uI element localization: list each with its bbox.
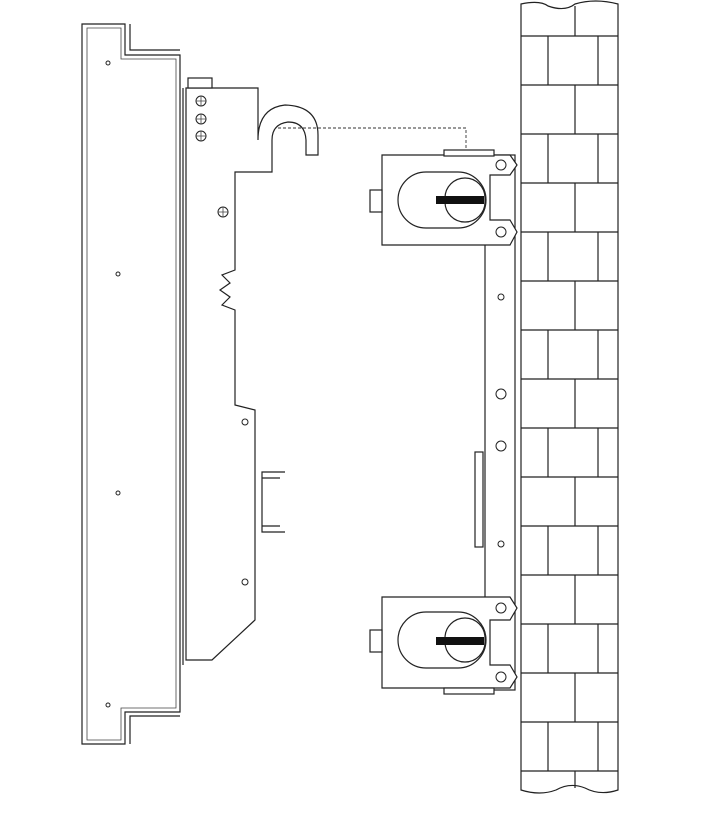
hook-bracket [185,77,319,661]
display-panel [81,23,184,745]
wall-bracket [369,149,518,695]
lower-clamp [369,596,518,695]
brick-wall [520,0,619,794]
upper-clamp [369,149,518,246]
alignment-guide [278,127,467,190]
